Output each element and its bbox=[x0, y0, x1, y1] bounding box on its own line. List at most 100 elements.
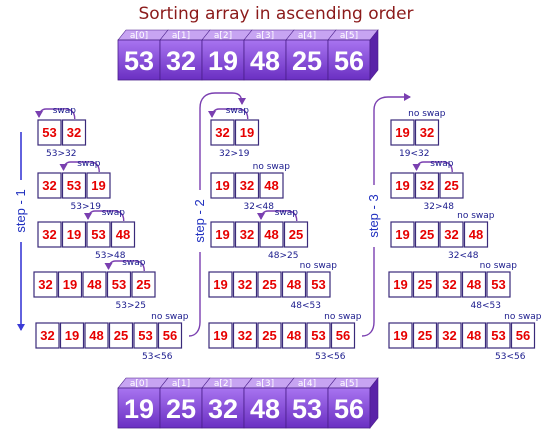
array-cell bbox=[439, 172, 464, 199]
cell-value: 32 bbox=[42, 227, 56, 242]
array-cell bbox=[234, 172, 260, 199]
cell-value: 25 bbox=[418, 277, 432, 292]
array-cell bbox=[390, 221, 415, 248]
sorted-array-block-1: a[1]25 bbox=[159, 377, 211, 429]
cell-value: 48 bbox=[116, 227, 130, 242]
initial-array-index-label: a[2] bbox=[214, 31, 232, 41]
array-cell bbox=[486, 322, 511, 349]
array-cell bbox=[37, 172, 62, 199]
action-label: no swap bbox=[151, 312, 189, 322]
comparison-label: 32<48 bbox=[448, 251, 479, 261]
comparison-label: 53>19 bbox=[71, 202, 102, 212]
initial-array-block-4: a[4]25 bbox=[285, 29, 337, 81]
initial-array-index-label: a[4] bbox=[298, 31, 316, 41]
cell-value: 19 bbox=[240, 125, 254, 140]
array-cell bbox=[259, 172, 284, 199]
swap-arrow-icon bbox=[59, 161, 100, 173]
action-label: swap bbox=[122, 258, 146, 268]
array-cell bbox=[210, 172, 235, 199]
cell-value: 19 bbox=[65, 328, 79, 343]
action-label: no swap bbox=[324, 312, 362, 322]
array-cell bbox=[61, 119, 87, 146]
action-label: no swap bbox=[480, 261, 518, 271]
step-3-connector-arrow-icon bbox=[361, 93, 411, 337]
swap-arrow-icon bbox=[104, 260, 145, 272]
cell-value: 56 bbox=[336, 328, 350, 343]
initial-array-index-label: a[5] bbox=[340, 31, 358, 41]
array-cell bbox=[59, 322, 85, 349]
cell-value: 48 bbox=[89, 328, 103, 343]
array-cell bbox=[437, 271, 462, 298]
page-title: Sorting array in ascending order bbox=[138, 4, 414, 24]
array-cell bbox=[412, 322, 438, 349]
cell-value: 19 bbox=[395, 227, 409, 242]
step-label-bg bbox=[364, 185, 382, 247]
array-cell bbox=[461, 271, 487, 298]
comparison-label: 48<53 bbox=[471, 301, 501, 311]
array-cell bbox=[232, 322, 258, 349]
cell-value: 25 bbox=[420, 227, 434, 242]
cell-value: 32 bbox=[240, 227, 254, 242]
cell-value: 53 bbox=[311, 328, 325, 343]
array-cell bbox=[37, 119, 62, 146]
array-cell bbox=[257, 271, 282, 298]
array-cell bbox=[37, 221, 62, 248]
array-cell bbox=[414, 119, 440, 146]
array-cell bbox=[234, 119, 260, 146]
sorted-array-value: 19 bbox=[124, 394, 154, 424]
array-cell bbox=[86, 172, 111, 199]
array-cell bbox=[61, 172, 87, 199]
step-1-label: step - 1 bbox=[13, 189, 28, 232]
initial-array-value: 32 bbox=[166, 46, 196, 76]
array-cell bbox=[234, 221, 260, 248]
cell-value: 25 bbox=[262, 328, 276, 343]
array-cell bbox=[210, 119, 235, 146]
cell-value: 32 bbox=[444, 227, 458, 242]
array-cell bbox=[390, 119, 415, 146]
array-cell bbox=[306, 322, 331, 349]
step-label-bg bbox=[13, 180, 29, 242]
action-label: no swap bbox=[457, 211, 495, 221]
array-cell bbox=[281, 322, 307, 349]
cell-value: 32 bbox=[420, 125, 434, 140]
array-cell bbox=[108, 322, 134, 349]
array-cell bbox=[414, 221, 440, 248]
array-cell bbox=[232, 271, 258, 298]
array-cell bbox=[61, 221, 87, 248]
sorted-array-value: 56 bbox=[334, 394, 364, 424]
swap-arrow-icon bbox=[257, 210, 298, 222]
cell-value: 53 bbox=[311, 277, 325, 292]
array-cell bbox=[106, 271, 132, 298]
action-label: no swap bbox=[504, 312, 542, 322]
cell-value: 19 bbox=[215, 227, 229, 242]
step-2-connector-arrow-icon bbox=[188, 92, 246, 337]
array-cell bbox=[133, 322, 158, 349]
cell-value: 53 bbox=[112, 277, 126, 292]
comparison-label: 48<53 bbox=[291, 301, 321, 311]
array-cell bbox=[131, 271, 156, 298]
cell-value: 32 bbox=[67, 125, 81, 140]
array-cell bbox=[157, 322, 183, 349]
comparison-label: 32>19 bbox=[219, 149, 250, 159]
cell-value: 25 bbox=[262, 277, 276, 292]
cell-value: 25 bbox=[136, 277, 150, 292]
initial-array-value: 19 bbox=[208, 46, 238, 76]
sorted-array-block-4: a[4] 53 bbox=[285, 377, 337, 429]
sorted-array-index-label: a[4] bbox=[298, 379, 316, 389]
array-cell bbox=[259, 221, 284, 248]
sorted-array-value: 53 bbox=[292, 394, 322, 424]
sorted-array-block-side bbox=[369, 377, 379, 429]
step-2-label: step - 2 bbox=[192, 199, 207, 242]
cell-value: 19 bbox=[67, 227, 81, 242]
sorted-array-value: 25 bbox=[166, 394, 196, 424]
cell-value: 19 bbox=[395, 178, 409, 193]
